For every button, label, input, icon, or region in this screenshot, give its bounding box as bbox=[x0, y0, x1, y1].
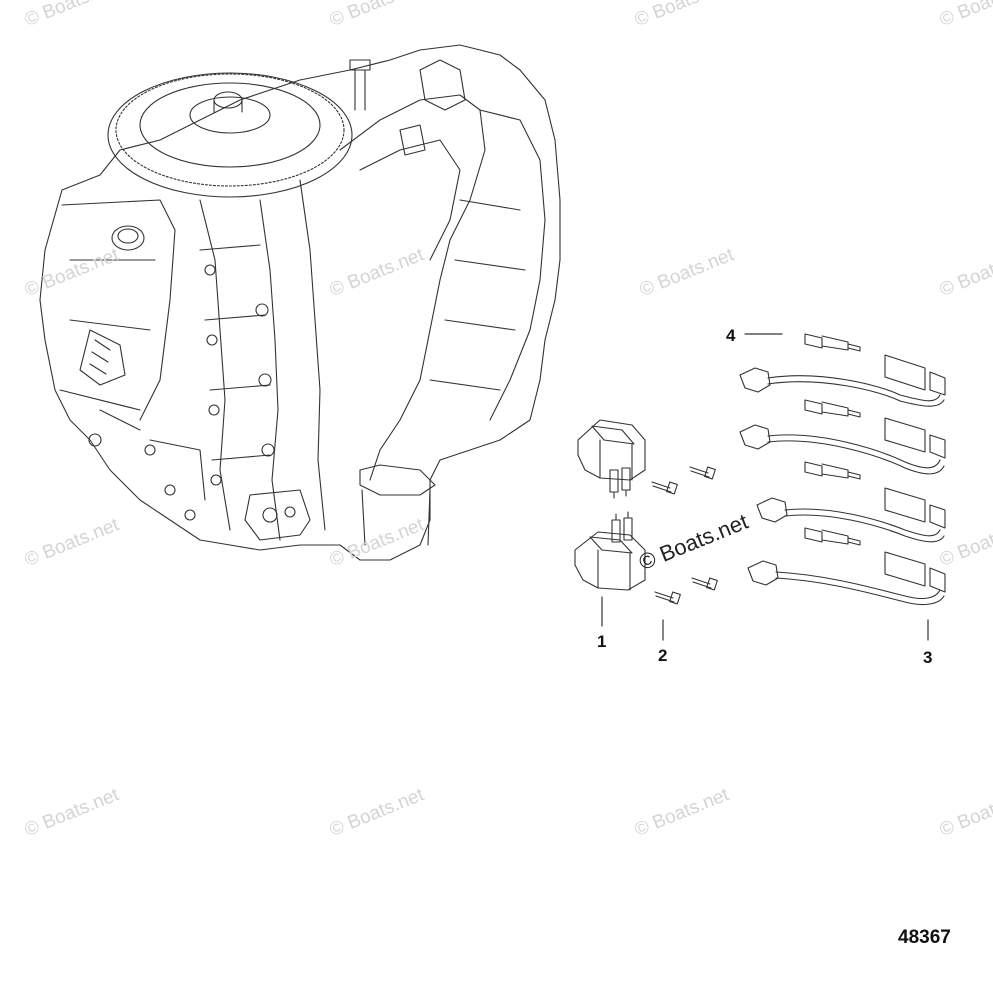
callout-2: 2 bbox=[658, 646, 668, 665]
callout-4: 4 bbox=[726, 326, 736, 345]
engine-block bbox=[39, 44, 561, 561]
spark-plugs bbox=[804, 333, 861, 546]
figure-number: 48367 bbox=[898, 927, 951, 948]
callout-1: 1 bbox=[597, 632, 607, 651]
callout-3: 3 bbox=[923, 648, 933, 667]
screws bbox=[651, 466, 718, 605]
spark-plug-wires bbox=[739, 354, 946, 606]
ignition-coil-upper bbox=[577, 419, 646, 499]
oil-cap bbox=[111, 225, 145, 251]
leader-lines bbox=[601, 333, 929, 641]
ignition-coil-lower bbox=[574, 511, 646, 591]
flywheel bbox=[107, 72, 353, 198]
